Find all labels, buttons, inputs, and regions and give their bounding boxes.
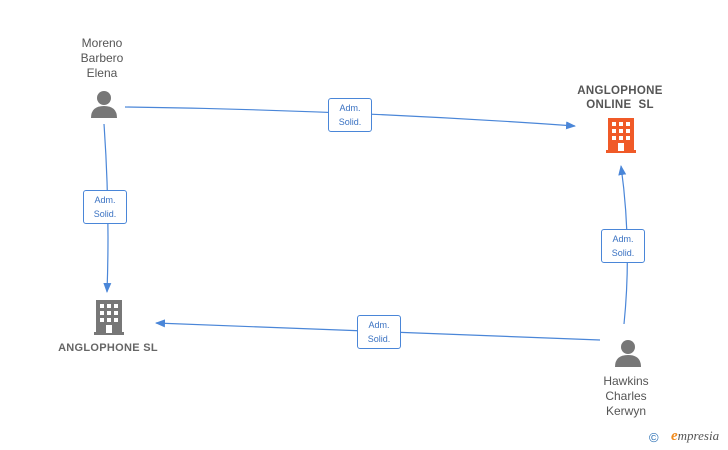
brand-initial: e	[671, 428, 678, 444]
brand-logo: empresia	[671, 428, 719, 445]
edge-label-line: Solid.	[93, 209, 117, 219]
edge-label-line: Adm.	[94, 195, 116, 205]
copyright-symbol: ©	[649, 430, 659, 445]
edge-label-line: Solid.	[338, 117, 362, 127]
edge-label-line: Solid.	[367, 334, 391, 344]
company-label-anglophone-sl[interactable]: ANGLOPHONE SL	[48, 341, 168, 355]
edge-label-moreno-online[interactable]: Adm. Solid.	[328, 98, 372, 132]
name-line: Barbero	[80, 51, 124, 65]
person-icon[interactable]	[91, 91, 117, 118]
name-line: Charles	[605, 389, 647, 403]
name-line: Kerwyn	[605, 404, 646, 418]
building-icon[interactable]	[94, 300, 124, 335]
name-line: Hawkins	[603, 374, 649, 388]
company-line: ONLINE SL	[586, 99, 654, 111]
edge-label-line: Solid.	[611, 248, 635, 258]
person-label-moreno[interactable]: Moreno Barbero Elena	[64, 36, 140, 81]
name-line: Moreno	[81, 36, 123, 50]
company-label-anglophone-online[interactable]: ANGLOPHONE ONLINE SL	[566, 84, 674, 112]
brand-rest: mpresia	[677, 428, 720, 443]
edge-label-hawkins-online[interactable]: Adm. Solid.	[601, 229, 645, 263]
name-line: Elena	[86, 66, 118, 80]
edge-label-hawkins-sl[interactable]: Adm. Solid.	[357, 315, 401, 349]
edge-label-line: Adm.	[612, 234, 634, 244]
edge-label-line: Adm.	[339, 103, 361, 113]
building-icon[interactable]	[606, 118, 636, 153]
person-label-hawkins[interactable]: Hawkins Charles Kerwyn	[588, 374, 664, 419]
edge-label-line: Adm.	[368, 320, 390, 330]
company-line: ANGLOPHONE	[577, 85, 663, 97]
edge-label-moreno-sl[interactable]: Adm. Solid.	[83, 190, 127, 224]
company-line: ANGLOPHONE SL	[58, 342, 158, 354]
person-icon[interactable]	[615, 340, 641, 367]
